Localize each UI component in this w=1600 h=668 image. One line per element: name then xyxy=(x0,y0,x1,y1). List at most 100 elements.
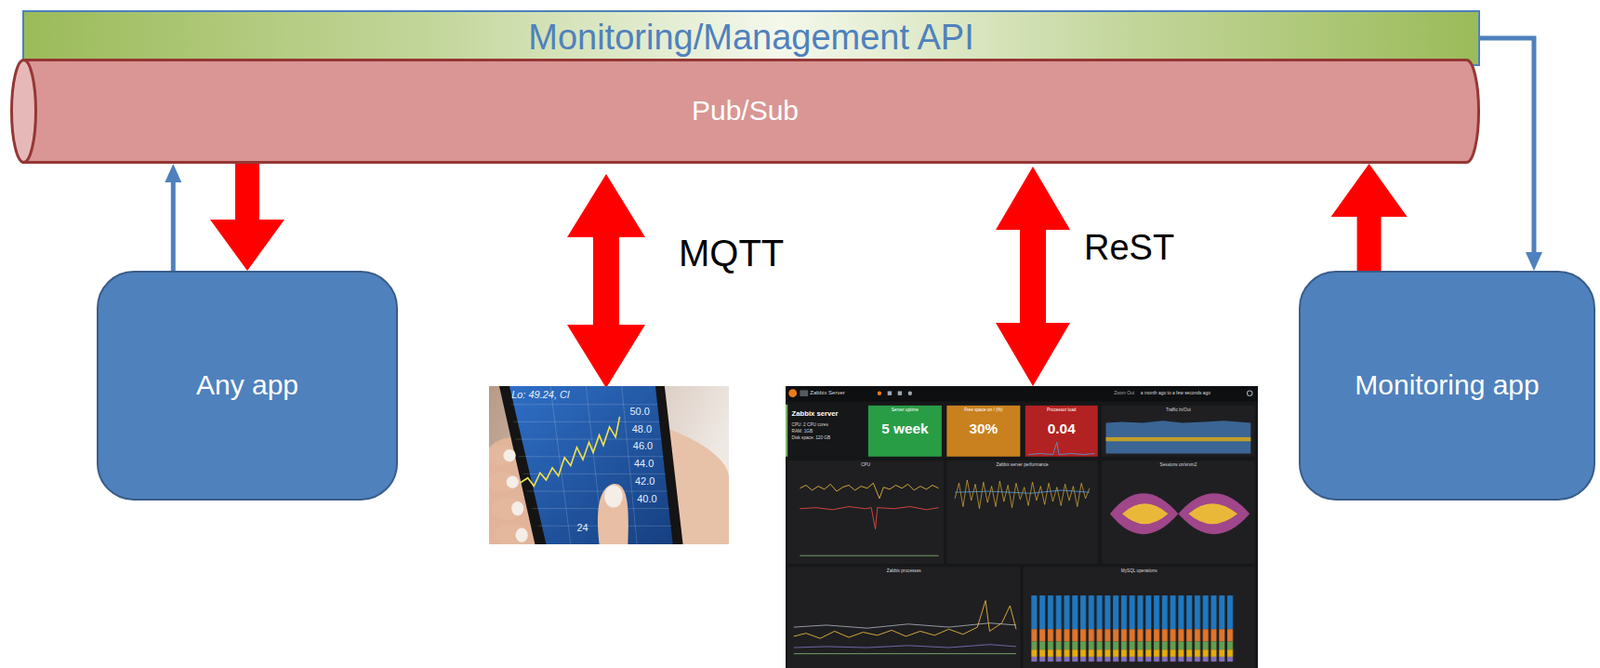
panel-text: RAM: 1GB xyxy=(792,428,813,434)
panel-title: CPU xyxy=(787,462,944,467)
panel-title: MySQL operations xyxy=(1023,568,1256,573)
box-title: Monitoring app xyxy=(1354,369,1539,402)
panel-heading: Zabbix server xyxy=(792,409,839,418)
dashboard-picture-part xyxy=(1028,441,1095,454)
panel-title: Zabbix processes xyxy=(787,568,1020,573)
dashboard-picture-part xyxy=(1246,390,1252,396)
dashboard-picture-part xyxy=(793,644,1017,648)
dashboard-picture-part xyxy=(785,385,1258,401)
panel-text: CPU: 2 CPU cores xyxy=(792,422,829,427)
pipe-cap xyxy=(12,60,37,163)
phone-picture-part-part xyxy=(506,476,519,489)
arrow-head xyxy=(164,163,182,183)
dashboard-picture-part xyxy=(799,506,939,529)
phone-picture-part xyxy=(502,449,528,543)
phone-picture-part-part xyxy=(522,473,666,475)
dashboard-picture-part xyxy=(793,652,1017,654)
dashboard-picture-part xyxy=(1025,405,1098,457)
rest-arrow xyxy=(995,166,1071,386)
protocol-label: MQTT xyxy=(678,232,784,274)
arrow-head xyxy=(1525,251,1543,271)
dashboard-picture-part xyxy=(793,622,1017,628)
dashboard-picture-part xyxy=(1122,502,1168,524)
phone-picture-part-part xyxy=(518,455,664,457)
panel-title: Sessions on/srvm2 xyxy=(1101,462,1256,467)
dashboard-screenshot: Zabbix ServerZoom Outa month ago to a fe… xyxy=(785,385,1258,668)
box-title: Any app xyxy=(196,369,299,402)
dashboard-picture-part xyxy=(785,404,788,457)
phone-picture-part-part xyxy=(513,421,660,423)
dashboard-picture-part xyxy=(954,489,1090,493)
panel-title: Free space on / (%) xyxy=(946,407,1020,412)
phone-illustration: Lo: 49.24, Cl50.048.046.044.042.040.024 xyxy=(489,385,729,544)
connector-arrow xyxy=(1331,163,1408,271)
dashboard-picture-part xyxy=(908,390,913,395)
phone-picture-part xyxy=(604,484,623,507)
mqtt-arrow xyxy=(567,173,646,388)
protocol-label: ReST xyxy=(1084,228,1175,268)
pipe-body xyxy=(24,60,1480,163)
toolbar-text: a month ago to a few seconds ago xyxy=(1140,390,1211,396)
dashboard-picture-part xyxy=(1188,502,1238,524)
phone-picture-part-part xyxy=(511,501,524,516)
dashboard-picture-part xyxy=(946,405,1020,457)
axis-number: 42.0 xyxy=(634,475,655,487)
dashboard-picture-part xyxy=(788,388,797,397)
phone-picture-part-part xyxy=(489,471,519,492)
phone-picture-part-part xyxy=(502,449,516,462)
dashboard-picture-part xyxy=(1177,492,1250,534)
phone-picture-part-part xyxy=(489,445,516,466)
phone-picture-part xyxy=(511,385,672,544)
phone-picture-part xyxy=(509,385,674,544)
phone-picture-part-part xyxy=(493,523,529,544)
dashboard-picture-part xyxy=(787,566,1020,668)
stat-value: 5 week xyxy=(868,421,942,437)
connector-arrow xyxy=(210,163,285,271)
dashboard-picture-part xyxy=(1101,405,1256,457)
dashboard-picture-part xyxy=(887,390,892,395)
dashboard-picture-part xyxy=(954,479,1090,509)
connector xyxy=(164,163,182,271)
dashboard-picture-part xyxy=(1106,420,1252,453)
phone-picture-part-part xyxy=(515,527,529,542)
connector xyxy=(1331,163,1408,271)
dashboard-picture-part xyxy=(1110,492,1179,534)
phone-picture-part-part xyxy=(550,385,571,544)
phone-picture-part-part xyxy=(511,403,658,405)
dashboard-picture-part xyxy=(1101,460,1256,564)
panel-title: Processor load xyxy=(1025,407,1098,412)
dashboard-picture-part xyxy=(793,600,1017,639)
app-box: Monitoring app xyxy=(1298,270,1596,501)
phone-picture-part xyxy=(489,445,529,544)
dashboard-picture-part xyxy=(799,389,808,397)
pubsub-pipe: Pub/Sub xyxy=(10,58,1481,164)
band-title: Monitoring/Management API xyxy=(528,17,975,59)
axis-number: 46.0 xyxy=(633,439,653,451)
dashboard-picture-part xyxy=(799,482,939,498)
dashboard-picture-part xyxy=(785,385,1258,668)
panel-title: Traffic In/Out xyxy=(1101,407,1256,412)
axis-number: 50.0 xyxy=(630,405,650,417)
axis-number: 48.0 xyxy=(632,423,652,435)
phone-picture-part xyxy=(499,385,684,544)
dashboard-picture-part xyxy=(898,390,902,395)
toolbar-text: Zoom Out xyxy=(1113,390,1135,396)
price-text: Lo: 49.24, Cl xyxy=(511,388,569,400)
api-band: Monitoring/Management API xyxy=(22,10,1481,67)
phone-picture-part-part xyxy=(490,497,524,520)
phone-picture-part xyxy=(519,416,621,487)
stat-value: 0.04 xyxy=(1025,421,1098,437)
dashboard-picture-part xyxy=(868,405,942,457)
phone-picture-part xyxy=(489,385,729,544)
phone-picture xyxy=(489,385,729,544)
phone-picture-part-part xyxy=(515,438,662,440)
pipe-title: Pub/Sub xyxy=(691,94,799,128)
connector xyxy=(210,163,285,271)
phone-picture-part xyxy=(597,483,629,544)
dashboard-picture-part xyxy=(877,390,882,395)
panel-title: Server uptime xyxy=(868,407,942,412)
axis-number: 40.0 xyxy=(636,492,657,504)
dashboard-picture-part xyxy=(1106,436,1252,441)
panel-text: Disk space: 120 GB xyxy=(792,435,832,440)
